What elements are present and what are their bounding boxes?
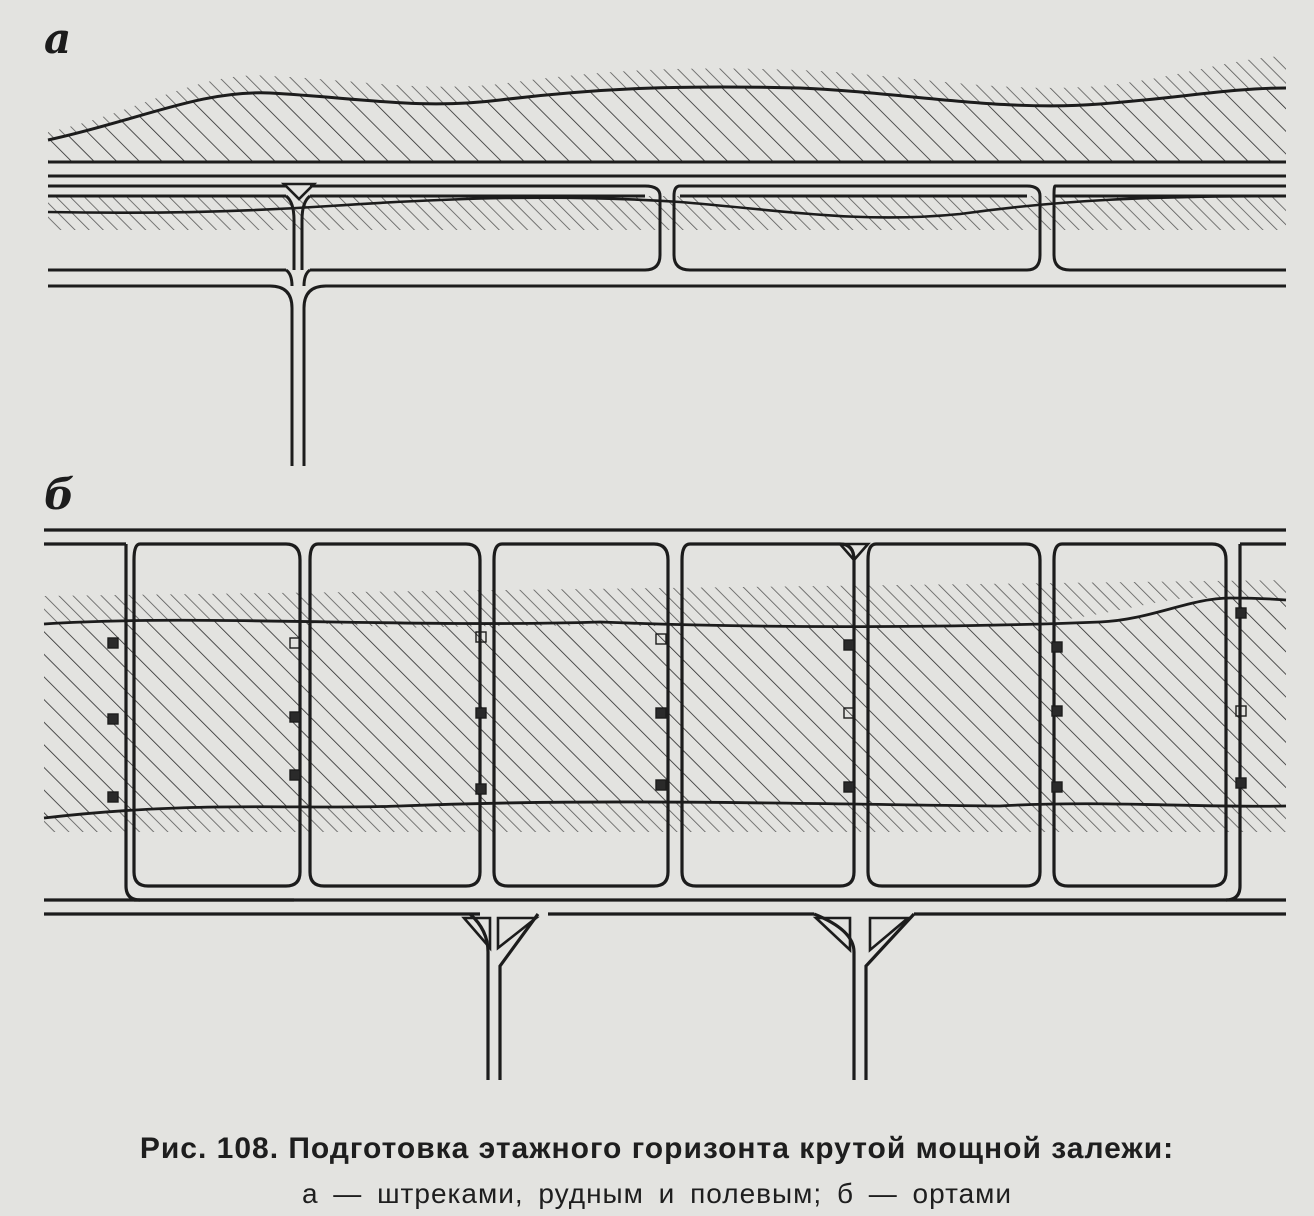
panel-b-label: б xyxy=(44,470,75,519)
junction-triangle-a xyxy=(280,182,318,201)
panel-a-label: а xyxy=(44,14,72,63)
rock-hatch-top-a xyxy=(48,56,1286,140)
rock-hatch-bottom-b xyxy=(44,801,1286,832)
ore-contact-top-a xyxy=(47,85,1287,142)
panel-a xyxy=(47,56,1287,466)
drifts-b xyxy=(44,528,1286,1080)
figure-caption-subtitle: а — штреками, рудным и полевым; б — орта… xyxy=(301,1178,1013,1209)
ore-contact-bottom-a xyxy=(47,194,1287,219)
ore-contact-bottom-b xyxy=(43,800,1287,820)
rock-hatch-top-b xyxy=(44,580,1286,628)
panel-b xyxy=(43,528,1287,1080)
figure-caption-title: Рис. 108. Подготовка этажного горизонта … xyxy=(139,1132,1175,1165)
ore-contact-top-b xyxy=(43,596,1287,629)
haulage-drifts-a xyxy=(48,160,1286,466)
ore-chutes-b xyxy=(107,607,1247,803)
junction-triangles-b xyxy=(461,542,912,954)
